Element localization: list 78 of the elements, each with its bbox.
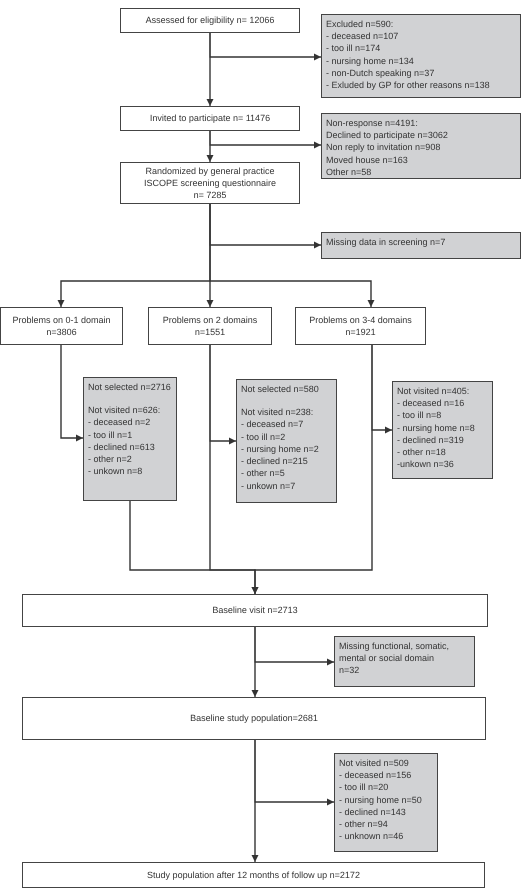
arrow bbox=[209, 204, 374, 307]
box-text: Problems on 0-1 domain bbox=[12, 314, 111, 326]
box-text: Not visited n=405: bbox=[397, 385, 470, 398]
box-text: - too ill n=8 bbox=[397, 409, 442, 422]
box-text: Problems on 2 domains bbox=[162, 314, 258, 326]
box-text: Not visited n=509 bbox=[339, 757, 409, 770]
process-box bbox=[295, 307, 426, 345]
box-text: Study population after 12 months of follow up n=2172 bbox=[147, 868, 360, 882]
box-text: - declined n=613 bbox=[88, 440, 155, 454]
arrow bbox=[254, 740, 334, 806]
box-text: -unkown n=36 bbox=[397, 458, 454, 471]
box-text: Declined to participate n=3062 bbox=[326, 129, 448, 142]
box-text: n=3806 bbox=[46, 326, 77, 338]
box-text: - nursing home n=134 bbox=[326, 54, 414, 67]
box-text: Excluded n=590: bbox=[326, 18, 394, 30]
box-text: Problems on 3-4 domains bbox=[309, 314, 412, 326]
box-text: - deceased n=156 bbox=[339, 769, 412, 782]
box-text: - deceased n=16 bbox=[397, 397, 464, 410]
exclusion-box bbox=[236, 379, 337, 503]
exclusion-box bbox=[392, 381, 493, 479]
box-text: - too ill n=20 bbox=[339, 781, 388, 794]
box-text: - deceased n=7 bbox=[241, 418, 304, 431]
box-text: Missing data in screening n=7 bbox=[326, 236, 446, 248]
box-text: - nursing home n=8 bbox=[397, 422, 475, 434]
process-box bbox=[0, 307, 123, 345]
box-text: - nursing home n=50 bbox=[339, 794, 422, 806]
box-text: Baseline visit n=2713 bbox=[212, 604, 298, 617]
box-text: - other n=94 bbox=[339, 818, 388, 830]
box-text: - nursing home n=2 bbox=[241, 442, 319, 456]
box-text: n=1921 bbox=[345, 326, 376, 338]
exclusion-box bbox=[321, 232, 521, 259]
box-text: - deceased n=2 bbox=[88, 416, 150, 429]
box-text: Not visited n=626: bbox=[88, 404, 160, 416]
process-box bbox=[120, 162, 300, 204]
box-text: - other n=2 bbox=[88, 453, 132, 466]
box-text: Not selected n=580 bbox=[241, 383, 319, 396]
box-text: Other n=58 bbox=[326, 166, 372, 178]
box-text: - other n=18 bbox=[397, 446, 446, 458]
process-box bbox=[22, 594, 488, 627]
arrow bbox=[209, 131, 321, 148]
box-text: - Exluded by GP for other reasons n=138 bbox=[326, 79, 490, 92]
process-box bbox=[22, 862, 485, 888]
box-text: - too ill n=2 bbox=[241, 430, 286, 443]
exclusion-box bbox=[334, 753, 438, 852]
box-text: Non reply to invitation n=908 bbox=[326, 141, 440, 154]
box-text: n= 7285 bbox=[194, 189, 226, 202]
box-text: Invited to participate n= 11476 bbox=[150, 112, 270, 125]
box-text: - unknown n=46 bbox=[339, 830, 404, 843]
box-text: Non-response n=4191: bbox=[326, 117, 418, 130]
exclusion-box bbox=[321, 113, 521, 179]
box-text: Baseline study population=2681 bbox=[190, 712, 318, 725]
arrow bbox=[209, 33, 321, 60]
process-box bbox=[120, 8, 300, 33]
process-box bbox=[120, 106, 300, 131]
arrow bbox=[252, 345, 373, 594]
box-text: Not selected n=2716 bbox=[88, 381, 171, 394]
exclusion-box bbox=[83, 377, 177, 501]
box-text: - too ill n=174 bbox=[326, 42, 380, 55]
box-text: - too ill n=1 bbox=[88, 428, 132, 441]
exclusion-box bbox=[321, 14, 521, 98]
box-text: n=1551 bbox=[194, 326, 226, 338]
box-text: Assessed for eligibility n= 12066 bbox=[146, 14, 274, 27]
arrow bbox=[254, 627, 334, 666]
box-text: - unkown n=8 bbox=[88, 465, 142, 478]
box-text: Not visited n=238: bbox=[241, 406, 314, 418]
box-text: - other n=5 bbox=[241, 467, 285, 480]
box-text: - deceased n=107 bbox=[326, 30, 398, 42]
process-box bbox=[148, 307, 272, 345]
box-text: n=32 bbox=[339, 664, 360, 677]
box-text: - unkown n=7 bbox=[241, 480, 296, 492]
process-box bbox=[22, 697, 486, 740]
box-text: Moved house n=163 bbox=[326, 154, 408, 166]
exclusion-box bbox=[334, 636, 475, 687]
box-text: - non-Dutch speaking n=37 bbox=[326, 66, 434, 80]
box-text: - declined n=215 bbox=[241, 455, 308, 468]
arrow bbox=[60, 345, 83, 442]
box-text: - declined n=143 bbox=[339, 806, 406, 818]
box-text: - declined n=319 bbox=[397, 434, 464, 446]
